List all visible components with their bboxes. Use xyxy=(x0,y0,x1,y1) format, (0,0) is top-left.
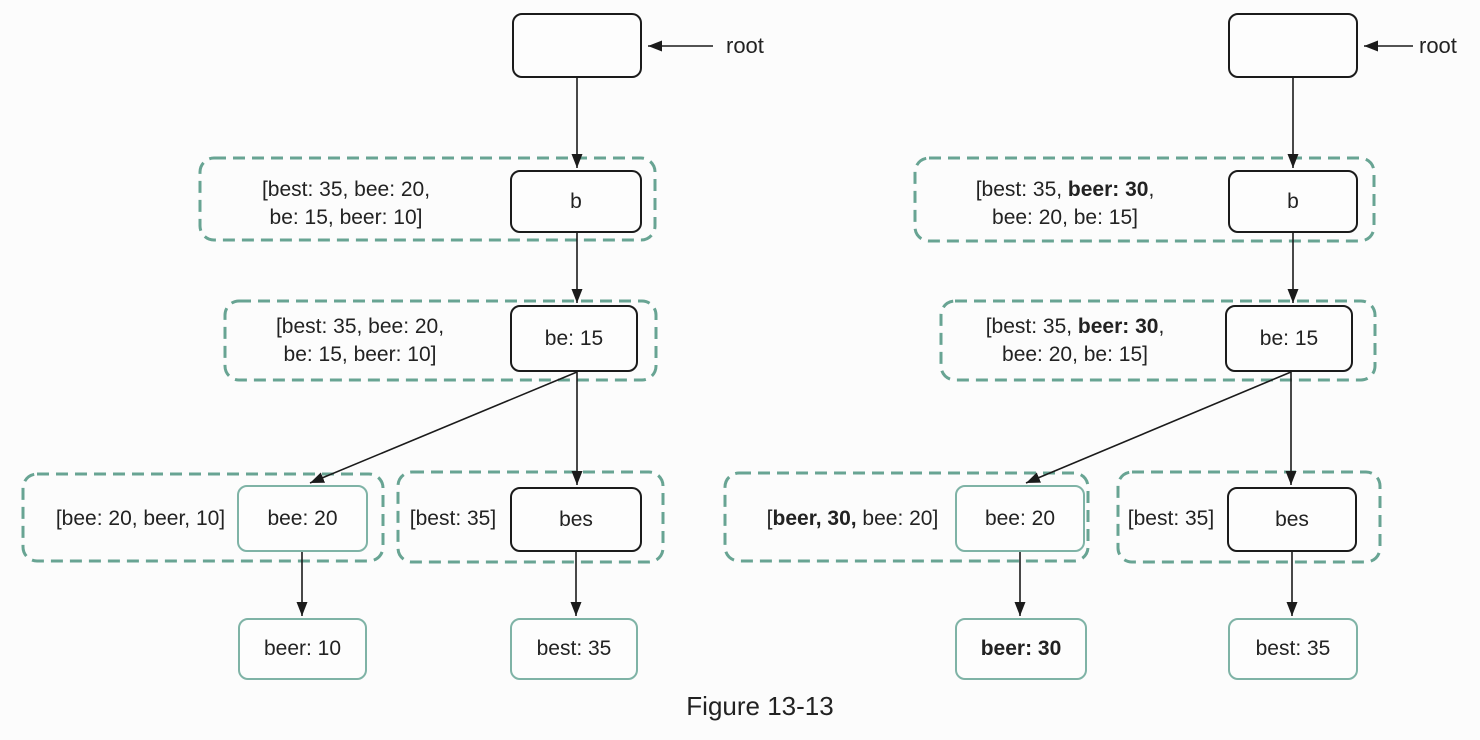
left-node-beer: beer: 10 xyxy=(238,618,367,680)
right-annotation-b: [best: 35, beer: 30,bee: 20, be: 15] xyxy=(975,178,1155,229)
left-annotation-bee: [bee: 20, beer, 10] xyxy=(55,507,226,530)
right-annotation-bes: [best: 35] xyxy=(1127,507,1215,530)
right-annotation-be: [best: 35, beer: 30,bee: 20, be: 15] xyxy=(985,315,1165,366)
left-annotation-b: [best: 35, bee: 20,be: 15, beer: 10] xyxy=(261,178,431,229)
left-edge-be-bee xyxy=(309,371,578,484)
right-node-best: best: 35 xyxy=(1228,618,1358,680)
right-node-b: b xyxy=(1228,170,1358,233)
left-node-bes: bes xyxy=(510,487,642,552)
left-root-node xyxy=(512,13,642,78)
left-annotation-bes: [best: 35] xyxy=(409,507,497,530)
left-node-b: b xyxy=(510,170,642,233)
left-node-best: best: 35 xyxy=(510,618,638,680)
right-node-bee: bee: 20 xyxy=(955,485,1085,552)
left-node-be: be: 15 xyxy=(510,305,638,372)
right-root-node xyxy=(1228,13,1358,78)
left-node-bee: bee: 20 xyxy=(237,485,368,552)
right-node-bes: bes xyxy=(1227,487,1357,552)
figure-caption: Figure 13-13 xyxy=(686,691,834,721)
right-root-pointer-label: root xyxy=(1419,33,1457,58)
right-node-be: be: 15 xyxy=(1225,305,1353,372)
right-edge-be-bee xyxy=(1025,371,1292,484)
right-node-beer: beer: 30 xyxy=(955,618,1087,680)
right-annotation-bee: [beer, 30, bee: 20] xyxy=(766,507,939,530)
left-root-pointer-label: root xyxy=(726,33,764,58)
left-annotation-be: [best: 35, bee: 20,be: 15, beer: 10] xyxy=(275,315,445,366)
